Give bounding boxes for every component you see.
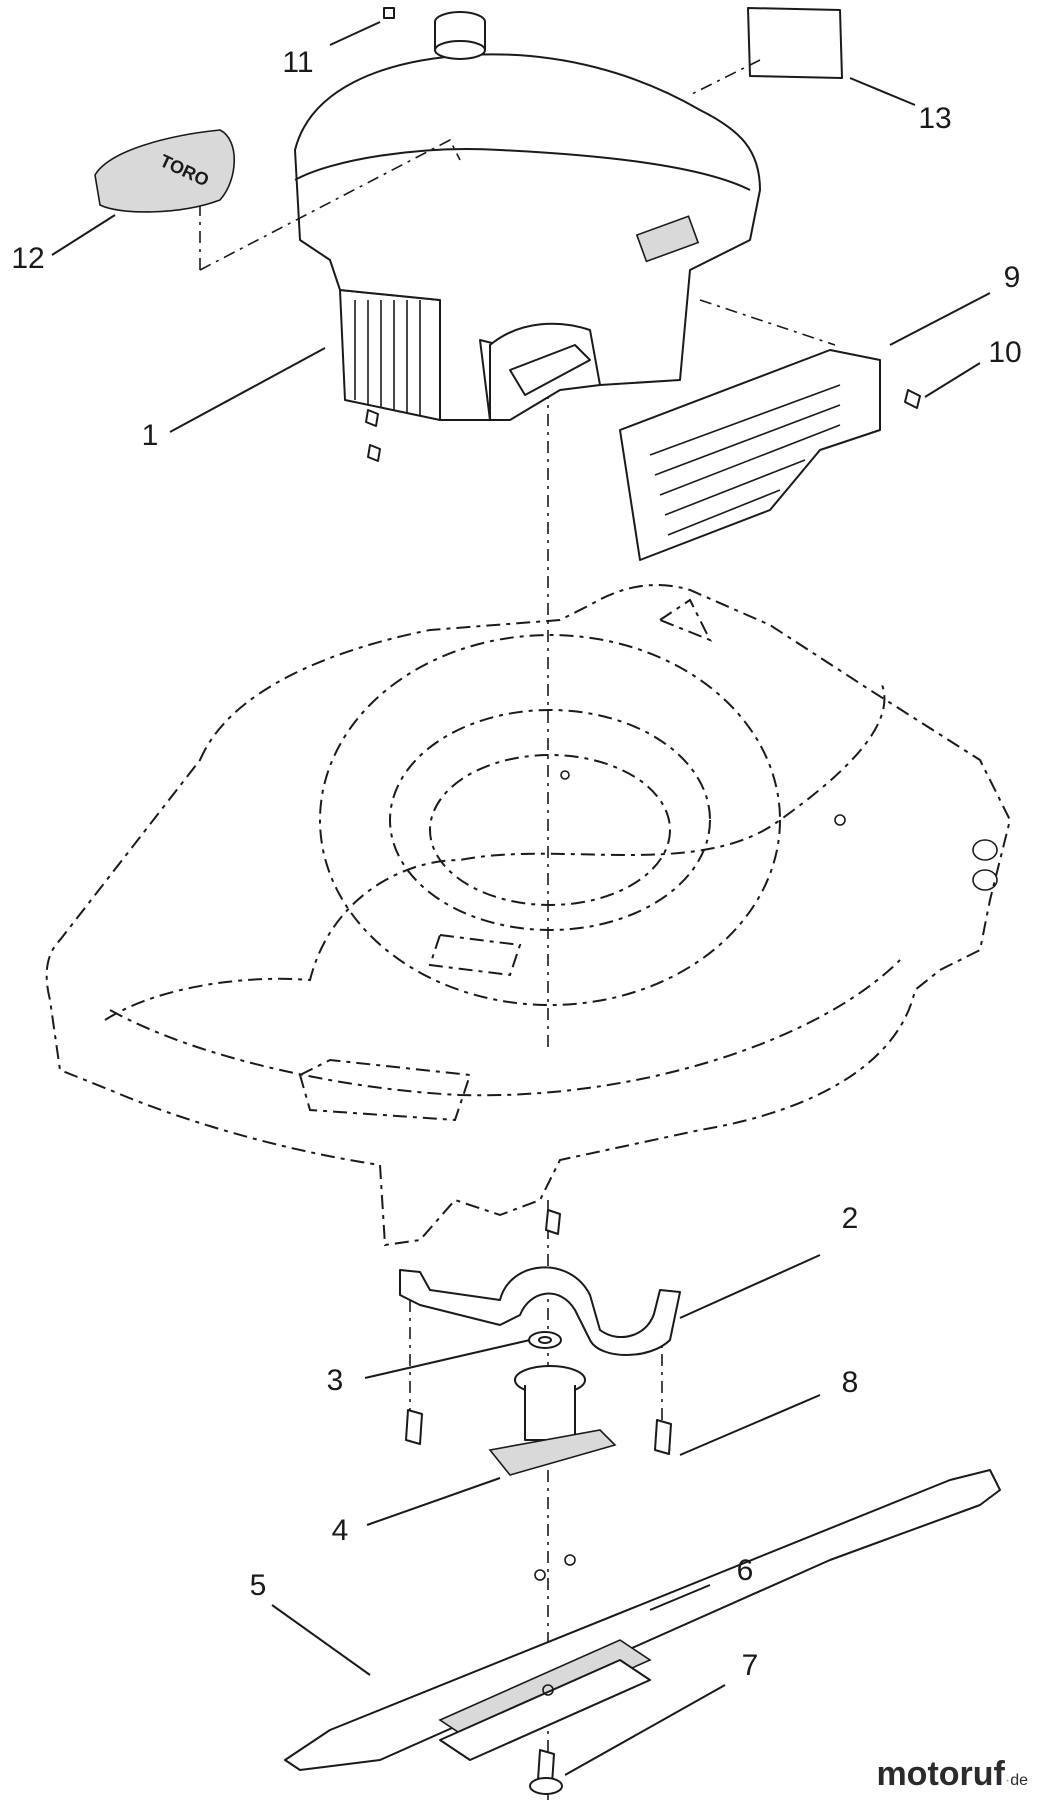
bolt-left [405,1409,423,1445]
bolt-top [545,1209,561,1235]
muffler-guard [619,299,881,561]
leader-lines [51,21,991,1776]
watermark-dot: · [1004,1772,1011,1789]
watermark-name: motoruf [876,1755,1005,1793]
callout-6: 6 [737,1554,754,1587]
bolt-right-8 [654,1419,672,1455]
mower-deck [45,584,1012,1247]
callout-13: 13 [918,102,951,135]
callout-10: 10 [988,336,1021,369]
callout-5: 5 [250,1569,267,1602]
callout-1: 1 [142,419,159,452]
watermark: motoruf·de [876,1755,1028,1794]
blade-adapter [488,1365,617,1476]
callout-12: 12 [11,242,44,275]
toro-decal: TORO [94,129,236,213]
engine [199,11,761,462]
callout-2: 2 [842,1202,859,1235]
callout-8: 8 [842,1366,859,1399]
callout-9: 9 [1004,261,1021,294]
label-13 [689,7,843,96]
blade-bolt [529,1749,563,1795]
callout-3: 3 [327,1364,344,1397]
washer [528,1331,562,1349]
mower-blade [284,1469,1001,1771]
screw-10 [904,389,921,409]
blade-adapter-bracket [399,1266,681,1356]
callout-4: 4 [332,1514,349,1547]
watermark-tld: de [1010,1772,1028,1789]
callout-11: 11 [282,46,313,79]
blade-stiffener [438,1639,652,1761]
callout-7: 7 [742,1649,759,1682]
screw-11 [383,7,395,19]
